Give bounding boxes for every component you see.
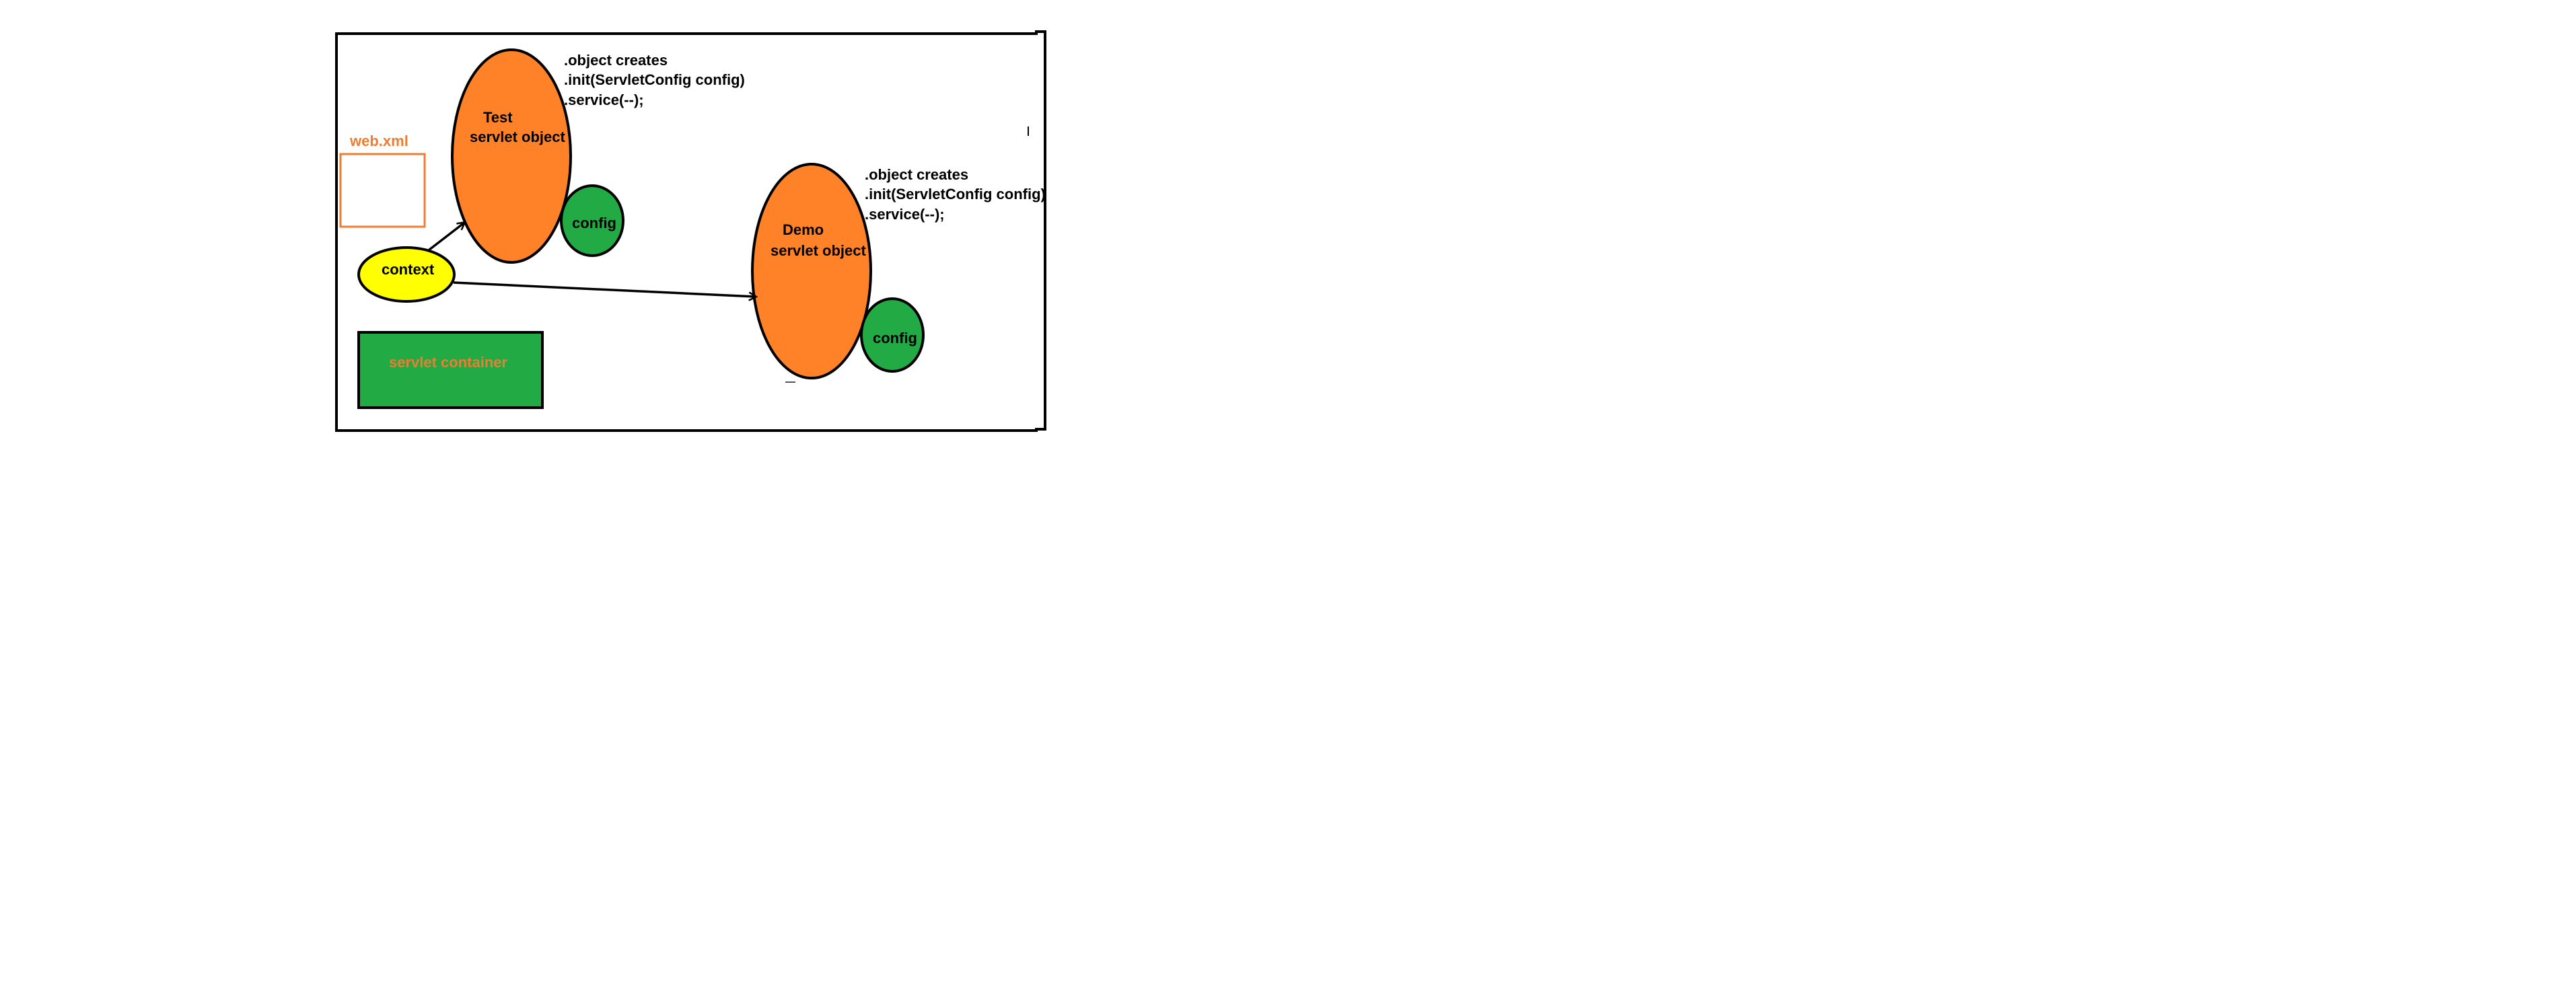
demo-servlet-ellipse (751, 163, 872, 379)
context-to-test-arrow (425, 223, 464, 254)
test-servlet-node[interactable]: Test servlet object (451, 48, 572, 264)
test-servlet-ellipse (451, 48, 572, 264)
servlet-container-box (357, 331, 544, 409)
demo-servlet-title: Demo (783, 221, 824, 238)
context-to-demo-arrow (453, 281, 756, 297)
test-note-3: .service(--); (564, 91, 644, 108)
context-ellipse (357, 246, 456, 303)
demo-note-3: .service(--); (865, 206, 945, 223)
test-config-label: config (572, 215, 616, 231)
test-note-2: .init(ServletConfig config) (564, 71, 745, 88)
demo-servlet-subtitle: servlet object (771, 242, 867, 259)
demo-config-label: config (873, 330, 917, 346)
test-servlet-title: Test (483, 109, 513, 126)
test-servlet-subtitle: servlet object (470, 128, 566, 145)
test-note-1: .object creates (564, 52, 668, 69)
servlet-container-label: servlet container (389, 354, 508, 371)
demo-servlet-node[interactable]: Demo servlet object (751, 163, 872, 383)
demo-config-circle (860, 297, 925, 373)
web-xml-box (339, 153, 426, 228)
demo-note-1: .object creates (865, 166, 968, 183)
context-node[interactable]: context (357, 223, 756, 303)
test-config-node[interactable]: config (560, 184, 624, 257)
web-xml-node[interactable]: web.xml (339, 133, 426, 228)
test-config-circle (560, 184, 624, 257)
web-xml-label: web.xml (349, 133, 408, 149)
demo-notes: .object creates .init(ServletConfig conf… (865, 166, 1046, 223)
test-notes: .object creates .init(ServletConfig conf… (564, 52, 745, 108)
demo-config-node[interactable]: config (860, 297, 925, 373)
context-label: context (382, 261, 435, 278)
demo-note-2: .init(ServletConfig config) (865, 186, 1046, 202)
servlet-container-node[interactable]: servlet container (357, 331, 544, 409)
